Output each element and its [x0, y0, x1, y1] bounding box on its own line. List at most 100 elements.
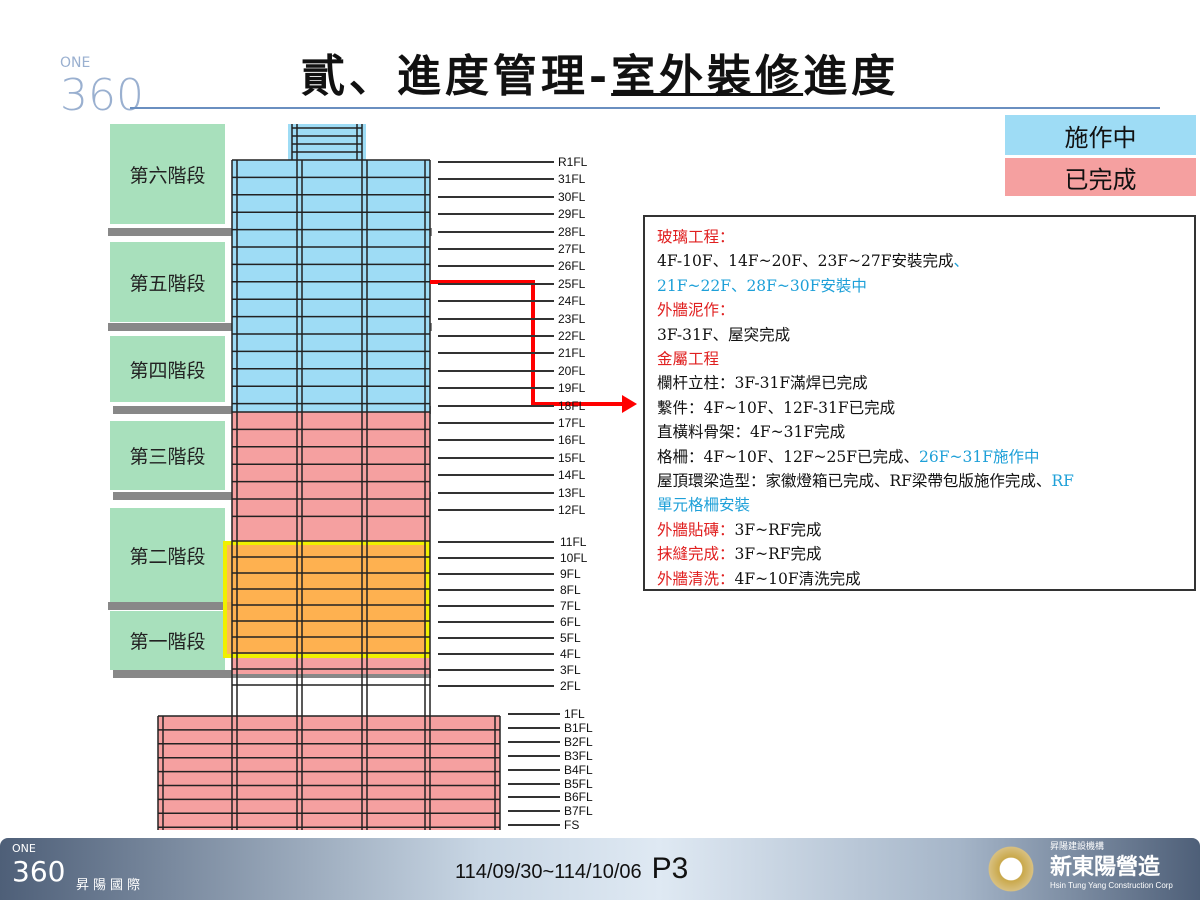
note-segment: 外牆泥作： — [657, 301, 735, 320]
note-segment: 抹縫完成： — [657, 545, 735, 564]
floor-tick — [438, 404, 554, 407]
floor-tick — [438, 335, 554, 337]
tower-in-progress-zone — [232, 160, 430, 412]
note-line: 3F-31F、屋突完成 — [657, 323, 1182, 347]
company-name-en: Hsin Tung Yang Construction Corp — [1050, 881, 1173, 890]
floor-tick — [508, 824, 560, 827]
floor-tick — [508, 782, 560, 785]
floor-tick — [508, 768, 560, 771]
stage-3: 第三階段 — [110, 421, 225, 490]
floor-label: 29FL — [558, 207, 586, 222]
title-part2: 室外裝修 — [611, 51, 804, 102]
stage-6: 第六階段 — [110, 124, 225, 224]
floor-tick — [438, 422, 554, 424]
floor-label: 18FL — [558, 398, 586, 413]
floor-tick — [438, 213, 554, 216]
title-part1: 貳、進度管理- — [300, 51, 612, 102]
floor-label: 19FL — [558, 381, 586, 396]
floor-tick — [438, 317, 554, 320]
title-part3: 進度 — [803, 51, 900, 102]
note-line: 屋頂環梁造型：家徽燈箱已完成、RF梁帶包版施作完成、RF — [657, 469, 1182, 493]
footer-logo: ONE 360 — [12, 842, 65, 889]
floor-label: 6FL — [560, 615, 581, 629]
floor-tick — [438, 387, 554, 390]
note-line: 單元格柵安裝 — [657, 493, 1182, 517]
floor-label: 30FL — [558, 189, 586, 204]
floor-label: 11FL — [560, 535, 587, 549]
stage-1: 第一階段 — [110, 611, 225, 670]
note-segment: 玻璃工程： — [657, 228, 735, 246]
note-segment: 直橫料骨架：4F~31F完成 — [657, 423, 846, 442]
floor-label: 10FL — [560, 551, 588, 565]
floor-label: B3FL — [564, 748, 593, 763]
basement-completed-zone — [158, 716, 500, 830]
company-name: 新東陽營造 — [1050, 854, 1161, 880]
floor-label: 2FL — [560, 679, 581, 693]
note-line: 21F~22F、28F~30F安裝中 — [657, 274, 1182, 298]
note-segment: 4F~10F清洗完成 — [734, 569, 861, 588]
floor-label: 24FL — [558, 294, 586, 309]
floor-tick — [508, 796, 560, 799]
floor-label: B1FL — [564, 720, 593, 735]
floor-tick — [438, 653, 554, 655]
floor-tick — [438, 161, 554, 163]
note-segment: 繫件：4F~10F、12F-31F已完成 — [657, 398, 896, 417]
footer-brand-name: 昇陽國際 — [76, 878, 145, 893]
floor-label: 12FL — [558, 503, 586, 517]
note-segment: 、 — [953, 252, 970, 271]
note-line: 抹縫完成：3F~RF完成 — [657, 542, 1182, 566]
floor-tick — [438, 230, 554, 233]
floor-tick — [438, 557, 554, 559]
note-line: 欄杆立柱：3F-31F滿焊已完成 — [657, 371, 1182, 395]
floor-label: 15FL — [558, 450, 586, 465]
note-segment: 格柵：4F~10F、12F~25F已完成、 — [657, 447, 920, 466]
floor-label: B5FL — [564, 776, 593, 791]
floor-tick — [508, 810, 560, 813]
note-line: 金屬工程 — [657, 347, 1182, 371]
floor-label: 8FL — [560, 583, 581, 597]
floor-tick — [438, 605, 554, 607]
note-segment: 欄杆立柱：3F-31F滿焊已完成 — [657, 374, 868, 393]
page-title: 貳、進度管理-室外裝修進度 — [200, 40, 1000, 104]
floor-tick — [438, 621, 554, 623]
floor-tick — [508, 754, 560, 757]
note-segment: 外牆貼磚： — [657, 520, 735, 539]
floor-label: B4FL — [564, 762, 593, 777]
note-segment: 3F~RF完成 — [734, 520, 822, 539]
floor-tick — [438, 685, 554, 687]
header-logo: ONE 360 — [60, 55, 144, 121]
note-line: 4F-10F、14F~20F、23F~27F安裝完成、 — [657, 249, 1182, 273]
floor-label: B2FL — [564, 734, 593, 749]
floor-tick — [438, 491, 554, 494]
floor-label: 14FL — [558, 468, 586, 483]
page-number: P3 — [651, 852, 689, 885]
floor-tick — [438, 265, 554, 268]
floor-tick — [508, 740, 560, 743]
current-stage-highlight — [225, 543, 428, 656]
floor-label: 16FL — [558, 433, 586, 448]
note-line: 直橫料骨架：4F~31F完成 — [657, 420, 1182, 444]
note-segment: 外牆清洗： — [657, 569, 735, 588]
legend-completed: 已完成 — [1005, 158, 1196, 196]
floor-label: 27FL — [558, 242, 586, 256]
note-line: 格柵：4F~10F、12F~25F已完成、26F~31F施作中 — [657, 445, 1182, 469]
note-segment: 屋頂環梁造型：家徽燈箱已完成、RF梁帶包版施作完成、 — [657, 472, 1052, 491]
note-line: 外牆泥作： — [657, 298, 1182, 322]
floor-tick — [508, 713, 560, 715]
floor-tick — [438, 195, 554, 198]
note-line: 繫件：4F~10F、12F-31F已完成 — [657, 396, 1182, 420]
company-group: 昇陽建設機構 — [1050, 842, 1105, 852]
note-line: 外牆貼磚：3F~RF完成 — [657, 518, 1182, 542]
floor-label: 7FL — [560, 599, 581, 613]
building-elevation — [157, 124, 637, 830]
floor-tick — [438, 456, 554, 459]
floor-tick — [438, 573, 554, 575]
floor-tick — [438, 248, 554, 250]
current-stage-frame — [223, 541, 430, 658]
floor-tick — [438, 369, 554, 372]
logo-number: 360 — [60, 70, 144, 121]
floor-label: 28FL — [558, 224, 586, 239]
arrow-head-icon — [622, 395, 637, 413]
floor-label: 3FL — [560, 663, 581, 677]
